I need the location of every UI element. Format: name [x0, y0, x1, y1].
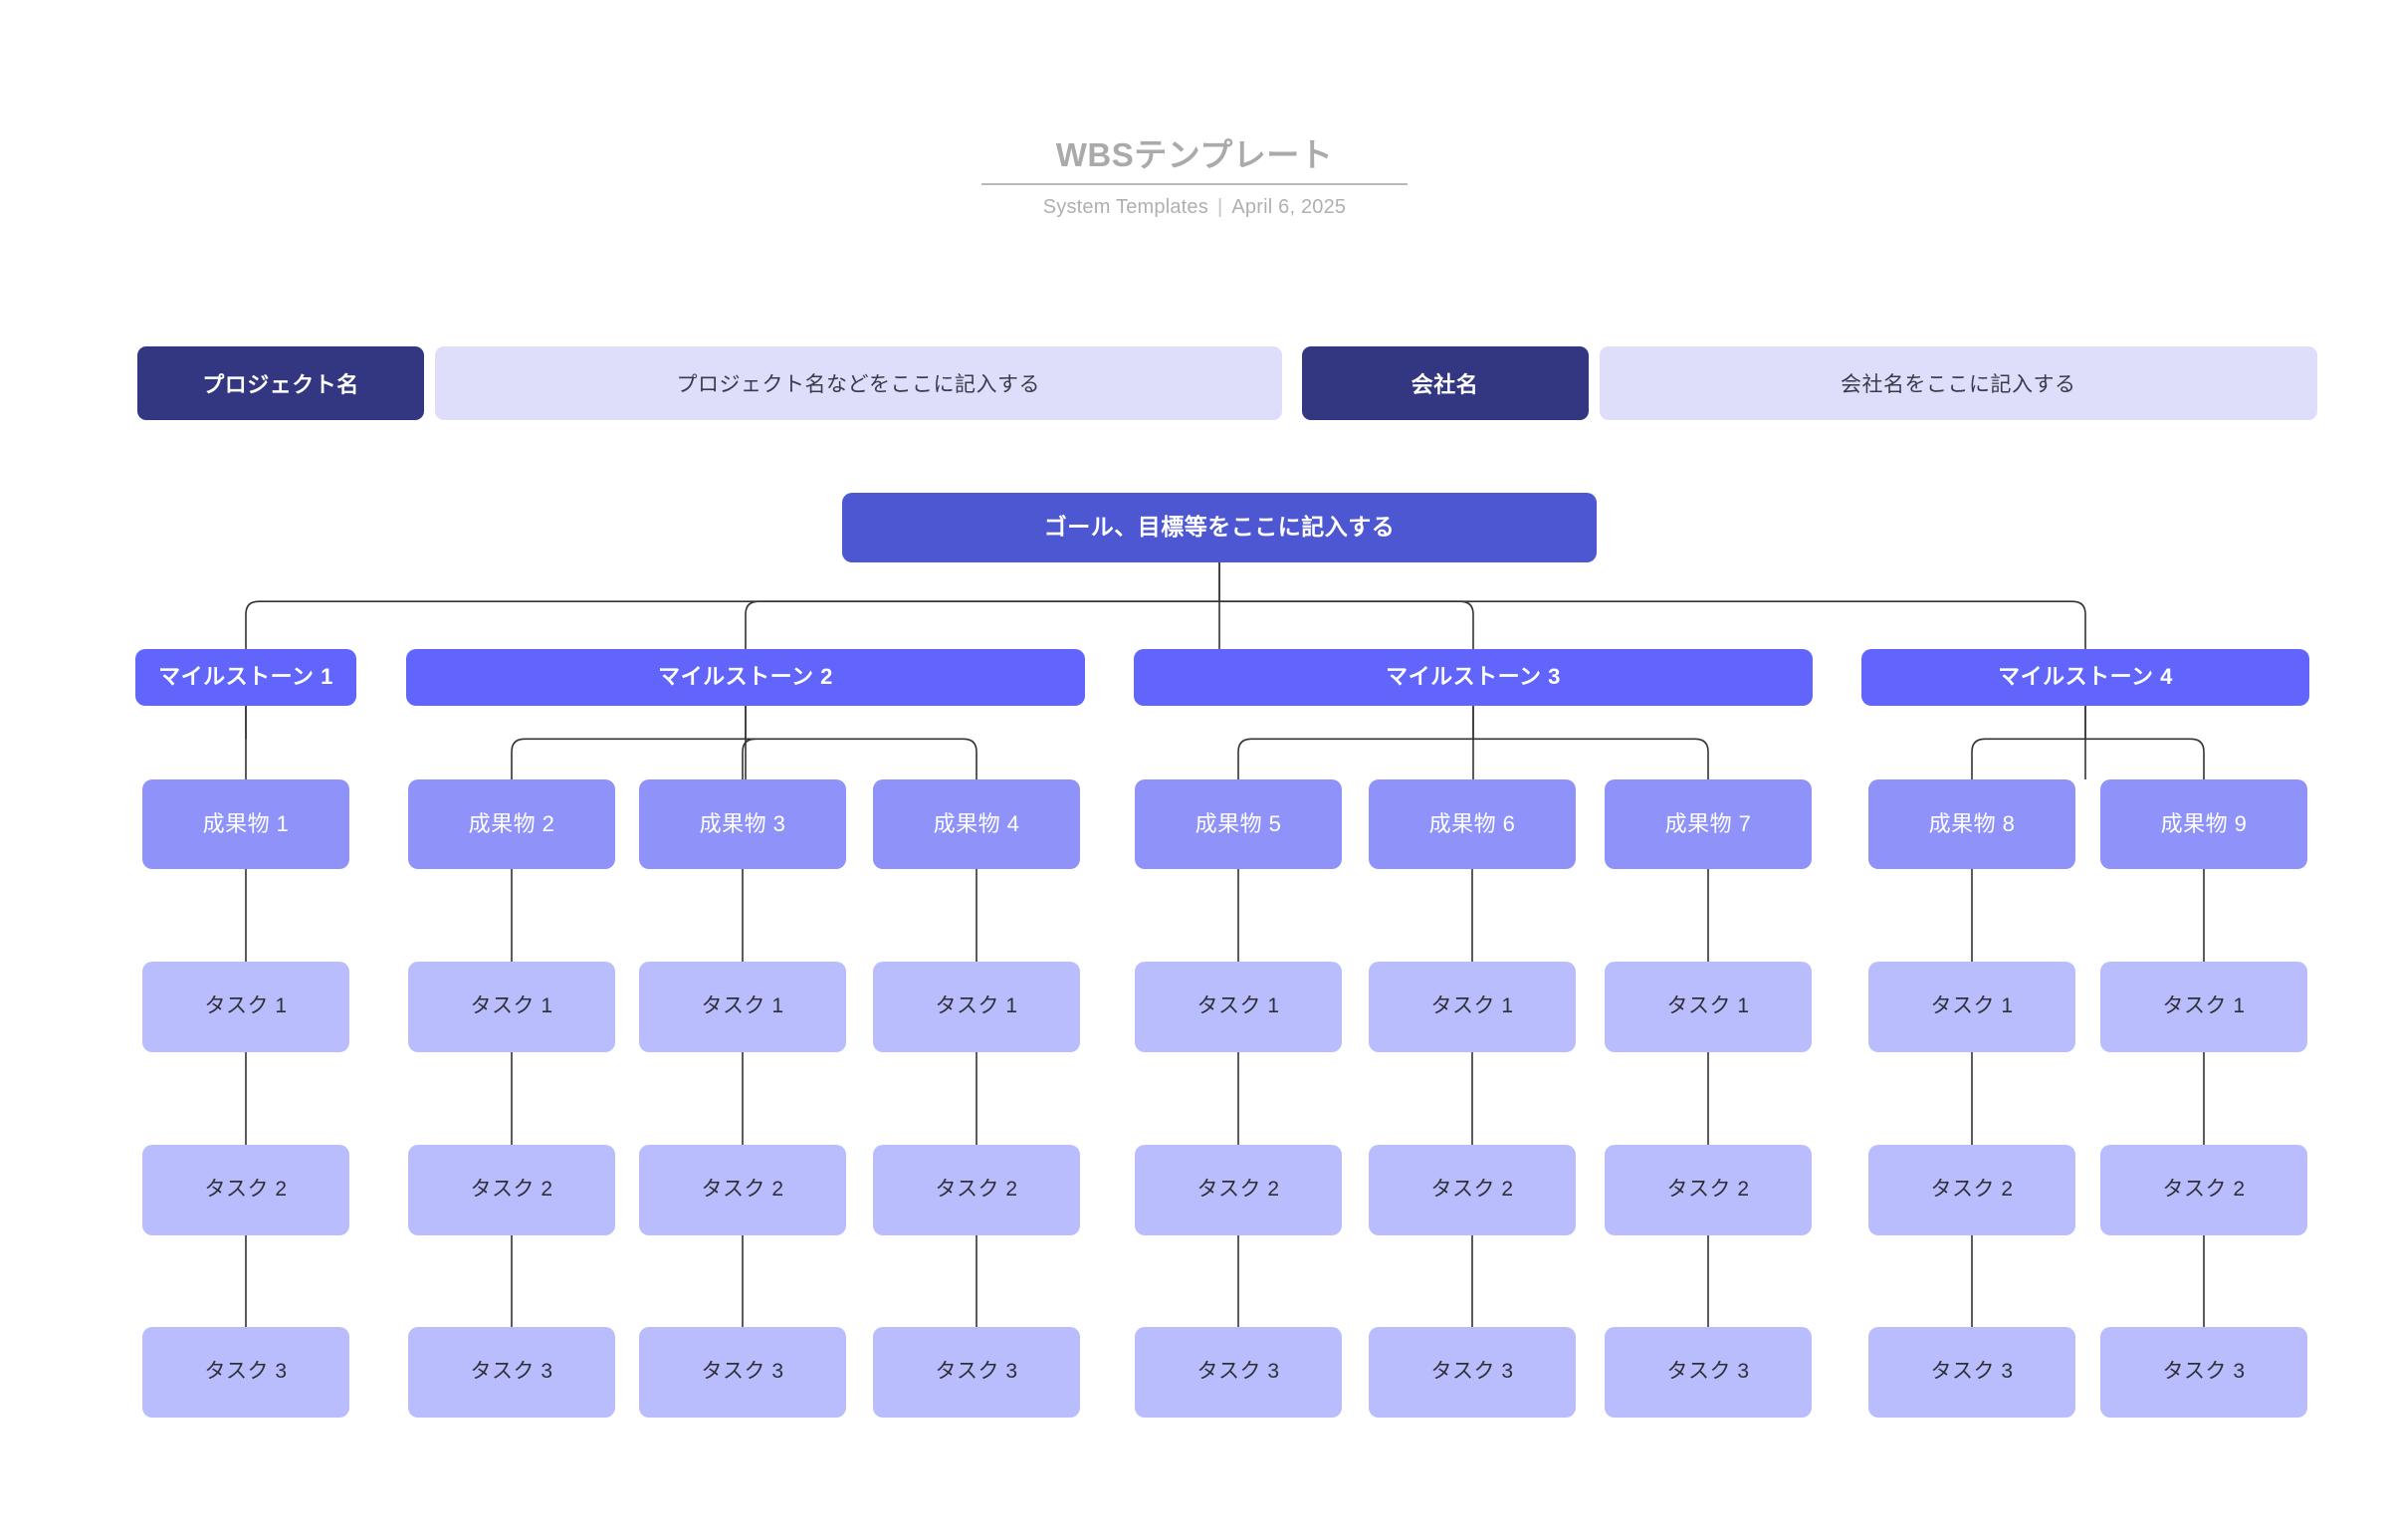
deliverable-box-4[interactable]: 成果物 4	[873, 779, 1080, 869]
milestone-box-1[interactable]: マイルストーン 1	[135, 649, 356, 706]
project-name-label: プロジェクト名	[137, 346, 424, 420]
deliverable-box-3[interactable]: 成果物 3	[639, 779, 846, 869]
task-box-d2-t2[interactable]: タスク 2	[408, 1145, 615, 1235]
task-box-d8-t1[interactable]: タスク 1	[1868, 962, 2075, 1052]
task-box-d3-t2[interactable]: タスク 2	[639, 1145, 846, 1235]
task-box-d6-t2[interactable]: タスク 2	[1369, 1145, 1576, 1235]
task-box-d5-t2[interactable]: タスク 2	[1135, 1145, 1342, 1235]
task-box-d5-t3[interactable]: タスク 3	[1135, 1327, 1342, 1418]
task-box-d1-t2[interactable]: タスク 2	[142, 1145, 349, 1235]
subtitle-separator: |	[1216, 196, 1223, 219]
document-subtitle: System Templates | April 6, 2025	[0, 196, 2389, 219]
task-box-d4-t3[interactable]: タスク 3	[873, 1327, 1080, 1418]
task-box-d7-t2[interactable]: タスク 2	[1605, 1145, 1812, 1235]
task-box-d9-t3[interactable]: タスク 3	[2100, 1327, 2307, 1418]
task-box-d7-t3[interactable]: タスク 3	[1605, 1327, 1812, 1418]
deliverable-box-2[interactable]: 成果物 2	[408, 779, 615, 869]
task-box-d9-t2[interactable]: タスク 2	[2100, 1145, 2307, 1235]
task-box-d4-t2[interactable]: タスク 2	[873, 1145, 1080, 1235]
project-name-field[interactable]: プロジェクト名などをここに記入する	[435, 346, 1282, 420]
document-header: WBSテンプレート System Templates | April 6, 2025	[0, 136, 2389, 219]
task-box-d8-t2[interactable]: タスク 2	[1868, 1145, 2075, 1235]
task-box-d6-t1[interactable]: タスク 1	[1369, 962, 1576, 1052]
deliverable-box-5[interactable]: 成果物 5	[1135, 779, 1342, 869]
task-box-d5-t1[interactable]: タスク 1	[1135, 962, 1342, 1052]
task-box-d4-t1[interactable]: タスク 1	[873, 962, 1080, 1052]
goal-box[interactable]: ゴール、目標等をここに記入する	[842, 493, 1597, 562]
task-box-d8-t3[interactable]: タスク 3	[1868, 1327, 2075, 1418]
task-box-d2-t3[interactable]: タスク 3	[408, 1327, 615, 1418]
milestone-box-2[interactable]: マイルストーン 2	[406, 649, 1085, 706]
milestone-box-3[interactable]: マイルストーン 3	[1134, 649, 1813, 706]
subtitle-date: April 6, 2025	[1231, 196, 1347, 219]
company-name-field[interactable]: 会社名をここに記入する	[1599, 346, 2317, 420]
deliverable-box-6[interactable]: 成果物 6	[1369, 779, 1576, 869]
deliverable-box-1[interactable]: 成果物 1	[142, 779, 349, 869]
task-box-d1-t3[interactable]: タスク 3	[142, 1327, 349, 1418]
title-divider	[981, 183, 1408, 186]
page-title: WBSテンプレート	[1055, 136, 1334, 173]
project-info-row: プロジェクト名 プロジェクト名などをここに記入する 会社名 会社名をここに記入す…	[137, 346, 2317, 420]
task-box-d3-t3[interactable]: タスク 3	[639, 1327, 846, 1418]
task-box-d3-t1[interactable]: タスク 1	[639, 962, 846, 1052]
task-box-d1-t1[interactable]: タスク 1	[142, 962, 349, 1052]
subtitle-source: System Templates	[1042, 196, 1208, 219]
task-box-d6-t3[interactable]: タスク 3	[1369, 1327, 1576, 1418]
deliverable-box-7[interactable]: 成果物 7	[1605, 779, 1812, 869]
task-box-d9-t1[interactable]: タスク 1	[2100, 962, 2307, 1052]
deliverable-box-8[interactable]: 成果物 8	[1868, 779, 2075, 869]
milestone-box-4[interactable]: マイルストーン 4	[1861, 649, 2309, 706]
deliverable-box-9[interactable]: 成果物 9	[2100, 779, 2307, 869]
company-name-label: 会社名	[1301, 346, 1589, 420]
task-box-d7-t1[interactable]: タスク 1	[1605, 962, 1812, 1052]
task-box-d2-t1[interactable]: タスク 1	[408, 962, 615, 1052]
